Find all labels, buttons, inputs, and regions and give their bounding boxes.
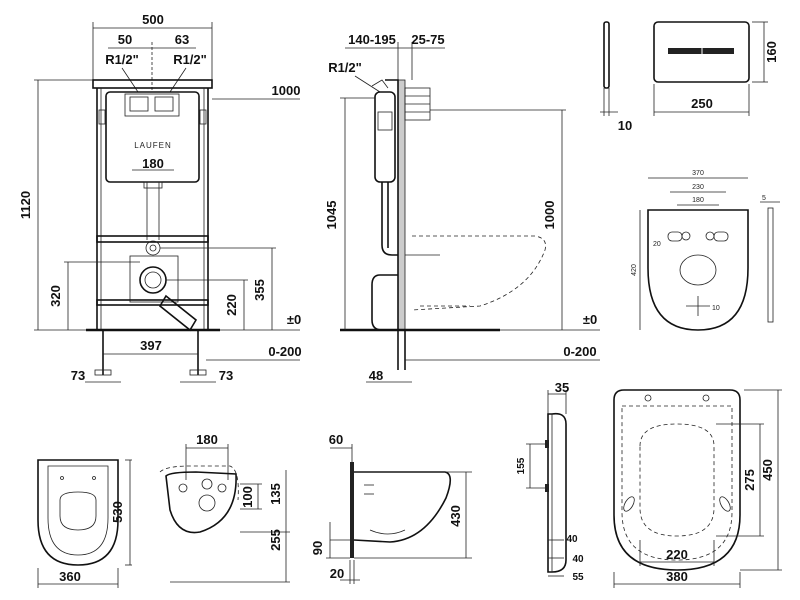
dim-bowl-width: 360	[59, 569, 81, 584]
dim-h1000-side: 1000	[542, 201, 557, 230]
sound-pad-views: 370 230 180 20 10 420 5	[631, 170, 780, 331]
dim-frame-width: 500	[142, 12, 164, 27]
dim-plate-height: 160	[764, 41, 779, 63]
dim-pad-total: 370	[692, 170, 704, 177]
thread-side-label: R1/2"	[328, 60, 362, 75]
dim-seat-width: 380	[666, 569, 688, 584]
dim-seat-inner-width: 220	[666, 547, 688, 562]
dim-bowl-top-offset: 60	[329, 432, 343, 447]
dim-foot-spacing: 397	[140, 338, 162, 353]
floor-level-front: ±0	[287, 312, 301, 327]
seat-top-view: 450 275 220 380	[613, 389, 782, 588]
dim-pad-inner: 180	[692, 197, 704, 204]
dim-h320: 320	[48, 285, 63, 307]
dim-total-height: 1120	[18, 191, 33, 219]
dim-floor-adjust-front: 0-200	[268, 344, 301, 359]
dim-bowl-height: 430	[448, 505, 463, 527]
dim-offset-range: 25-75	[411, 32, 444, 47]
dim-h1045: 1045	[324, 201, 339, 230]
dim-seat-b40b: 40	[572, 554, 584, 565]
dim-pad-height: 420	[631, 264, 638, 276]
thread-left-label: R1/2"	[105, 52, 139, 67]
bowl-side-view: 60 430 90 20	[310, 432, 472, 584]
dim-plate-thickness: 10	[618, 118, 632, 133]
frame-side-view: 140-195 25-75 R1/2" 1045 1000	[324, 32, 600, 383]
dim-seat-length: 450	[760, 459, 775, 481]
dim-foot-left: 73	[71, 368, 85, 383]
dim-bowl-length: 530	[110, 501, 125, 523]
dim-bowl-h135: 135	[268, 483, 283, 505]
brand-label: LAUFEN	[134, 141, 172, 150]
bowl-top-view: 530 360	[37, 459, 132, 588]
dim-foot-depth: 48	[369, 368, 383, 383]
dim-h355: 355	[252, 279, 267, 301]
frame-front-view: 500 50 63 R1/2" R1/2" LAUFEN 180	[18, 12, 302, 383]
dim-bowl-h100: 100	[240, 486, 255, 508]
dim-depth-range: 140-195	[348, 32, 396, 47]
dim-floor-adjust-side: 0-200	[563, 344, 596, 359]
dim-seat-inner: 275	[742, 469, 757, 491]
dim-seat-b40a: 40	[566, 534, 578, 545]
thread-right-label: R1/2"	[173, 52, 207, 67]
dim-foot-right: 73	[219, 368, 233, 383]
dim-offset-right: 63	[175, 32, 189, 47]
bowl-back-view: 180 100 135 255	[159, 432, 290, 583]
dim-bowl-h255: 255	[268, 529, 283, 551]
seat-side-view: 35 155 40 40 55	[516, 380, 584, 583]
dim-plate-width: 250	[691, 96, 713, 111]
dim-offset-left: 50	[118, 32, 132, 47]
floor-level-side: ±0	[583, 312, 597, 327]
dim-seat-b55: 55	[572, 572, 584, 583]
dim-pad-mid: 230	[692, 184, 704, 191]
dim-pad-bottom: 10	[712, 305, 720, 312]
flush-plate-views: 10 160 250	[600, 21, 779, 133]
dim-bowl-bottom-offset: 20	[330, 566, 344, 581]
dim-pad-thickness: 5	[762, 195, 766, 202]
dim-seat-top: 35	[555, 380, 569, 395]
dim-bowl-h90: 90	[310, 541, 325, 555]
dim-height-1000: 1000	[272, 83, 301, 98]
dim-h220: 220	[224, 294, 239, 316]
dim-pad-hole-offset: 20	[653, 241, 661, 248]
dim-bowl-bolts: 180	[196, 432, 218, 447]
dim-seat-hinge: 155	[516, 457, 527, 474]
dim-pipe-spacing: 180	[142, 156, 164, 171]
